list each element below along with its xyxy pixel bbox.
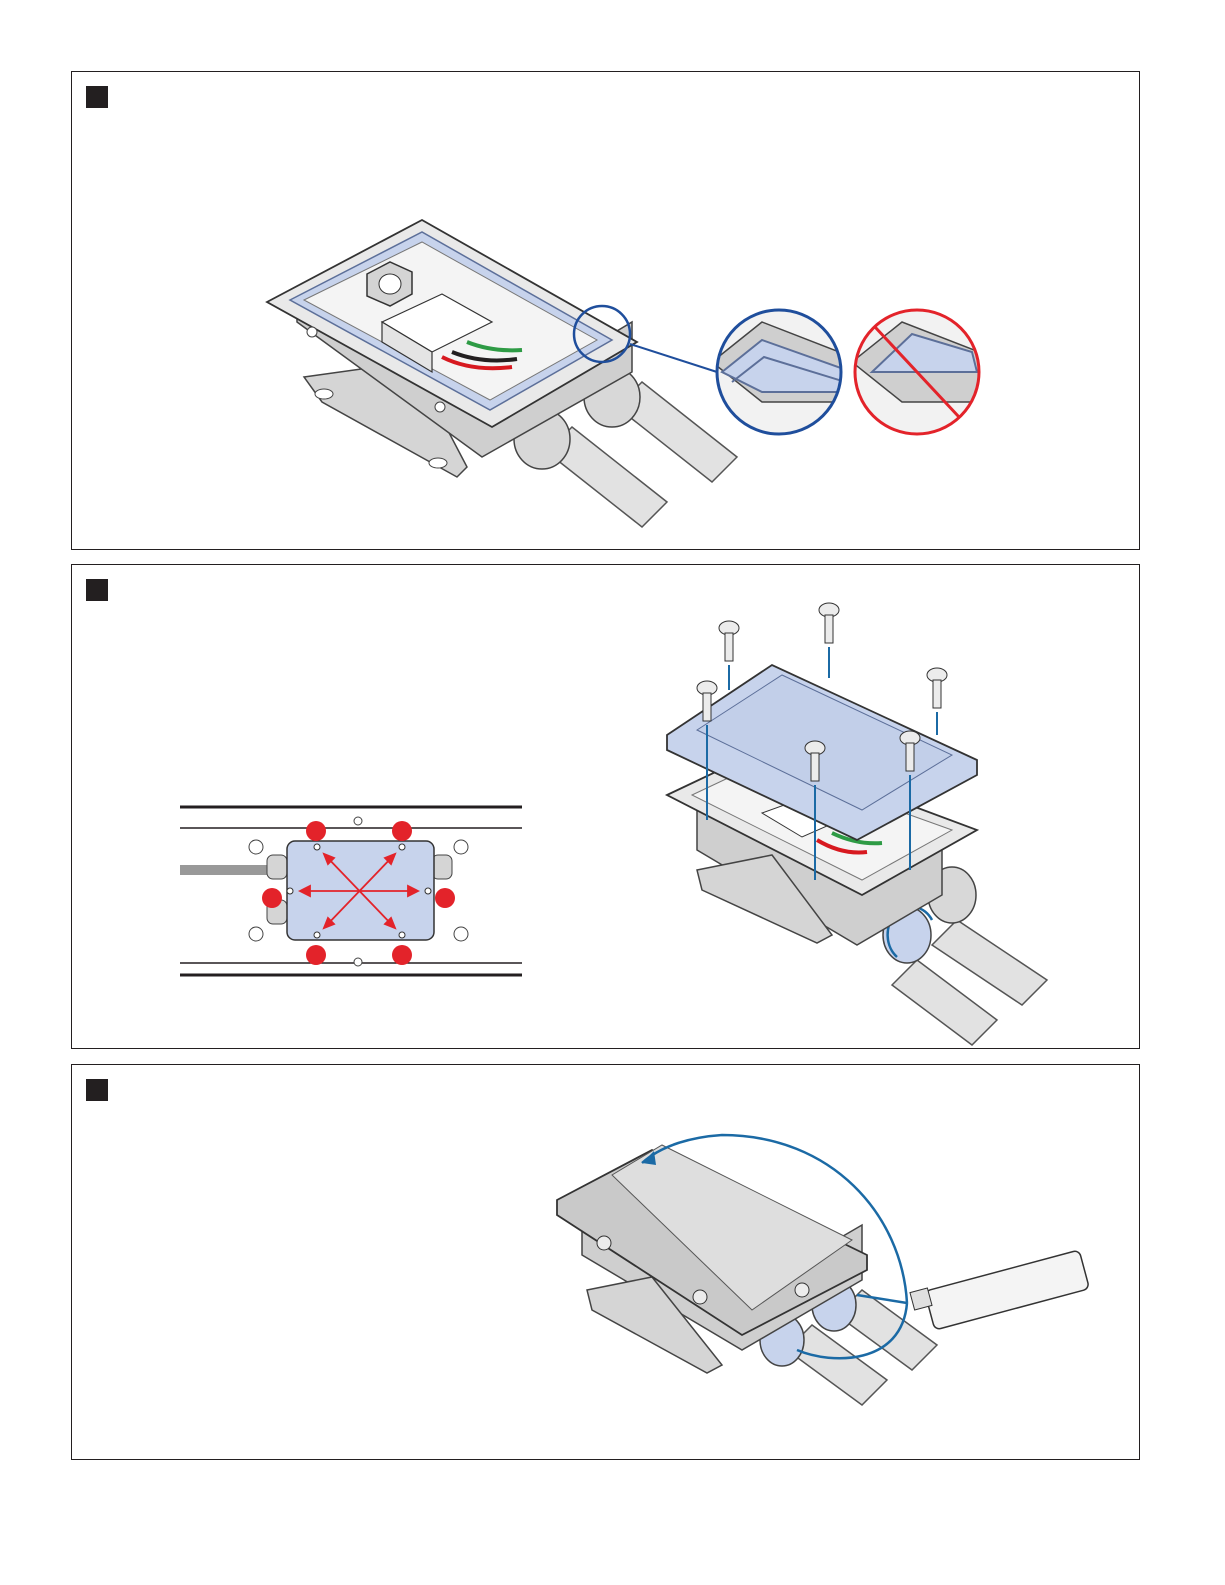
sequence-dot bbox=[392, 821, 412, 841]
lid-screw bbox=[597, 1236, 611, 1250]
exploded-view bbox=[667, 603, 1047, 1045]
sequence-dot bbox=[306, 945, 326, 965]
lid-screw bbox=[425, 888, 431, 894]
sequence-dot bbox=[306, 821, 326, 841]
step-2-illustration bbox=[72, 565, 1141, 1050]
mount-hole bbox=[249, 840, 263, 854]
rim-hole bbox=[435, 402, 445, 412]
sealant-tube-icon bbox=[910, 1250, 1089, 1330]
lid-screw bbox=[287, 888, 293, 894]
mount-hole-small bbox=[354, 958, 362, 966]
gland-top-view bbox=[432, 855, 452, 879]
top-view-diagram bbox=[180, 807, 522, 975]
step-3-illustration bbox=[72, 1065, 1141, 1461]
rim-hole bbox=[307, 327, 317, 337]
panel-step-3 bbox=[71, 1064, 1140, 1460]
mount-hole bbox=[454, 927, 468, 941]
mount-hole bbox=[454, 840, 468, 854]
gland-top-view bbox=[267, 855, 287, 879]
sequence-dot bbox=[435, 888, 455, 908]
lid-screw bbox=[399, 844, 405, 850]
flange-hole-left bbox=[315, 389, 333, 399]
panel-step-1 bbox=[71, 71, 1140, 550]
mount-hole-small bbox=[354, 817, 362, 825]
hex-nut-hole bbox=[379, 274, 401, 294]
leader-line bbox=[630, 344, 717, 372]
lid-screw bbox=[795, 1283, 809, 1297]
lid-screw bbox=[399, 932, 405, 938]
lid-screw bbox=[314, 844, 320, 850]
step-1-illustration bbox=[72, 72, 1141, 551]
mount-hole bbox=[249, 927, 263, 941]
sequence-dot bbox=[262, 888, 282, 908]
correct-seal-detail bbox=[712, 310, 852, 434]
sequence-dot bbox=[392, 945, 412, 965]
flange-hole-right bbox=[429, 458, 447, 468]
panel-step-2 bbox=[71, 564, 1140, 1049]
incorrect-seal-detail bbox=[852, 310, 992, 434]
lid-screw bbox=[314, 932, 320, 938]
lid-screw bbox=[693, 1290, 707, 1304]
